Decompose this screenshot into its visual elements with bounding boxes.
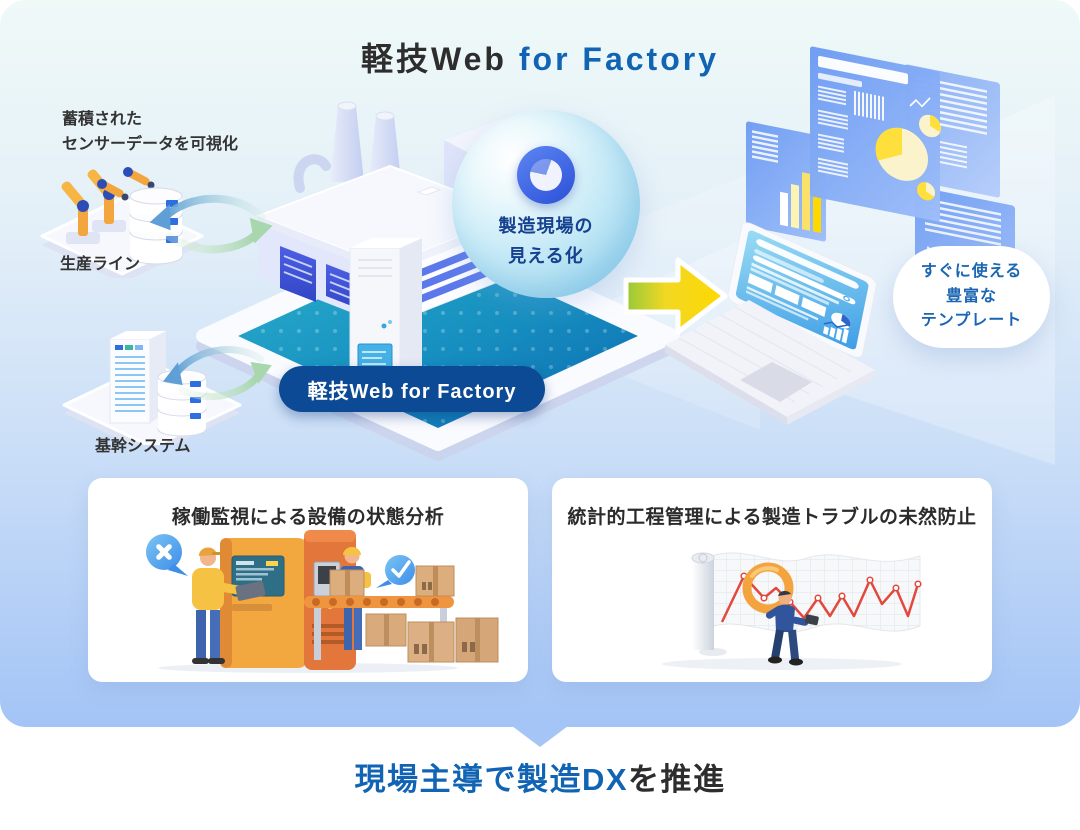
operation-monitoring-illustration (146, 530, 499, 673)
worker-packer (329, 547, 371, 600)
sensor-note: 蓄積された センサーデータを可視化 (62, 108, 238, 158)
box-on-conveyor (415, 565, 455, 597)
sensor-note-line1: 蓄積された (62, 111, 143, 128)
tools-speech-bubble (146, 534, 188, 576)
card-statistical-process-control: 統計的工程管理による製造トラブルの未然防止 (552, 478, 992, 682)
spc-chart-illustration (662, 552, 922, 670)
card-operation-monitoring: 稼働監視による設備の状態分析 (88, 478, 528, 682)
footer-highlight: 現場主導で製造DX (354, 762, 629, 797)
sync-arrows-icon (149, 194, 273, 254)
pie-chart-icon (517, 146, 575, 204)
title-brand: 軽技Web (360, 41, 507, 77)
footer-rest: を推進 (628, 762, 726, 797)
flow-arrow-icon (623, 257, 728, 335)
factory-door (280, 246, 316, 302)
title-suffix: for Factory (506, 41, 719, 77)
sync-arrows-icon (162, 345, 272, 401)
page-title: 軽技Web for Factory (0, 34, 1080, 80)
roof-pipe (293, 154, 331, 193)
server-tower-illustration (349, 238, 422, 389)
sensor-note-line2: センサーデータを可視化 (62, 135, 239, 153)
product-badge: 軽技Web for Factory (279, 366, 545, 412)
core-system-label: 基幹システム (95, 438, 191, 455)
laptop-base (665, 300, 875, 425)
down-pointer-notch (512, 726, 568, 747)
robot-arm (61, 167, 155, 244)
production-line-label: 生産ライン (60, 256, 141, 273)
visualization-sphere: 製造現場の 見える化 (452, 110, 640, 298)
check-speech-bubble (376, 555, 415, 588)
paper-roll (691, 552, 727, 656)
footer-message: 現場主導で製造DXを推進 (0, 754, 1080, 799)
template-bubble: すぐに使える 豊富な テンプレート (893, 246, 1050, 348)
analyst-person (765, 590, 819, 666)
laptop-screen (727, 222, 877, 358)
magnifier-ring (742, 562, 794, 614)
worker-operator (192, 547, 266, 664)
dashboard-panel-bars (746, 121, 826, 242)
laptop-illustration (665, 222, 877, 425)
stacked-boxes (365, 613, 499, 663)
card-title: 統計的工程管理による製造トラブルの未然防止 (567, 507, 977, 528)
card-title: 稼働監視による設備の状態分析 (171, 507, 445, 528)
dashboard-panel-pie (810, 46, 941, 222)
laptop-touchpad (740, 362, 812, 402)
sphere-caption: 製造現場の 見える化 (498, 216, 594, 266)
